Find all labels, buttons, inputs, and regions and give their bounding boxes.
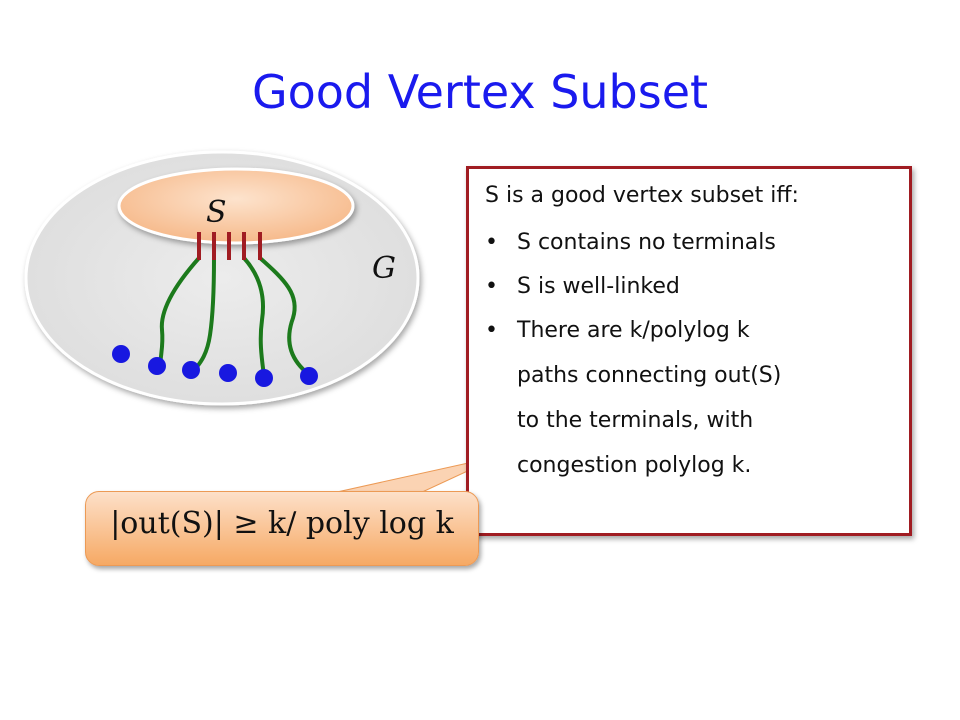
terminal-node — [182, 361, 200, 379]
bullet-text: paths connecting out(S) — [517, 363, 782, 388]
out-edges — [197, 232, 262, 260]
path-2 — [194, 257, 216, 370]
terminal-node — [112, 345, 130, 363]
bullet-text: There are k/polylog k — [517, 318, 750, 343]
terminal-node — [300, 367, 318, 385]
bullet-text: to the terminals, with — [517, 408, 754, 433]
definition-box: S is a good vertex subset iff: • S conta… — [466, 166, 912, 536]
subset-s-region — [117, 167, 355, 245]
graph-g-label: G — [372, 251, 396, 286]
bullet-text: S is well-linked — [517, 274, 680, 299]
terminal-node — [255, 369, 273, 387]
definition-header: S is a good vertex subset iff: — [485, 183, 799, 208]
bullet-dot-icon: • — [485, 230, 498, 255]
path-4 — [258, 256, 308, 374]
bullet-text: S contains no terminals — [517, 230, 776, 255]
subset-s-label: S — [206, 195, 227, 230]
bullet-dot-icon: • — [485, 318, 498, 343]
terminal-node — [219, 364, 237, 382]
bullet-text: congestion polylog k. — [517, 453, 752, 478]
terminal-node — [148, 357, 166, 375]
formula-callout: |out(S)| ≥ k/ poly log k — [85, 491, 479, 566]
terminals — [112, 345, 318, 387]
slide-title: Good Vertex Subset — [251, 65, 709, 119]
path-3 — [242, 256, 266, 377]
formula-text: |out(S)| ≥ k/ poly log k — [110, 506, 454, 541]
bullet-dot-icon: • — [485, 274, 498, 299]
